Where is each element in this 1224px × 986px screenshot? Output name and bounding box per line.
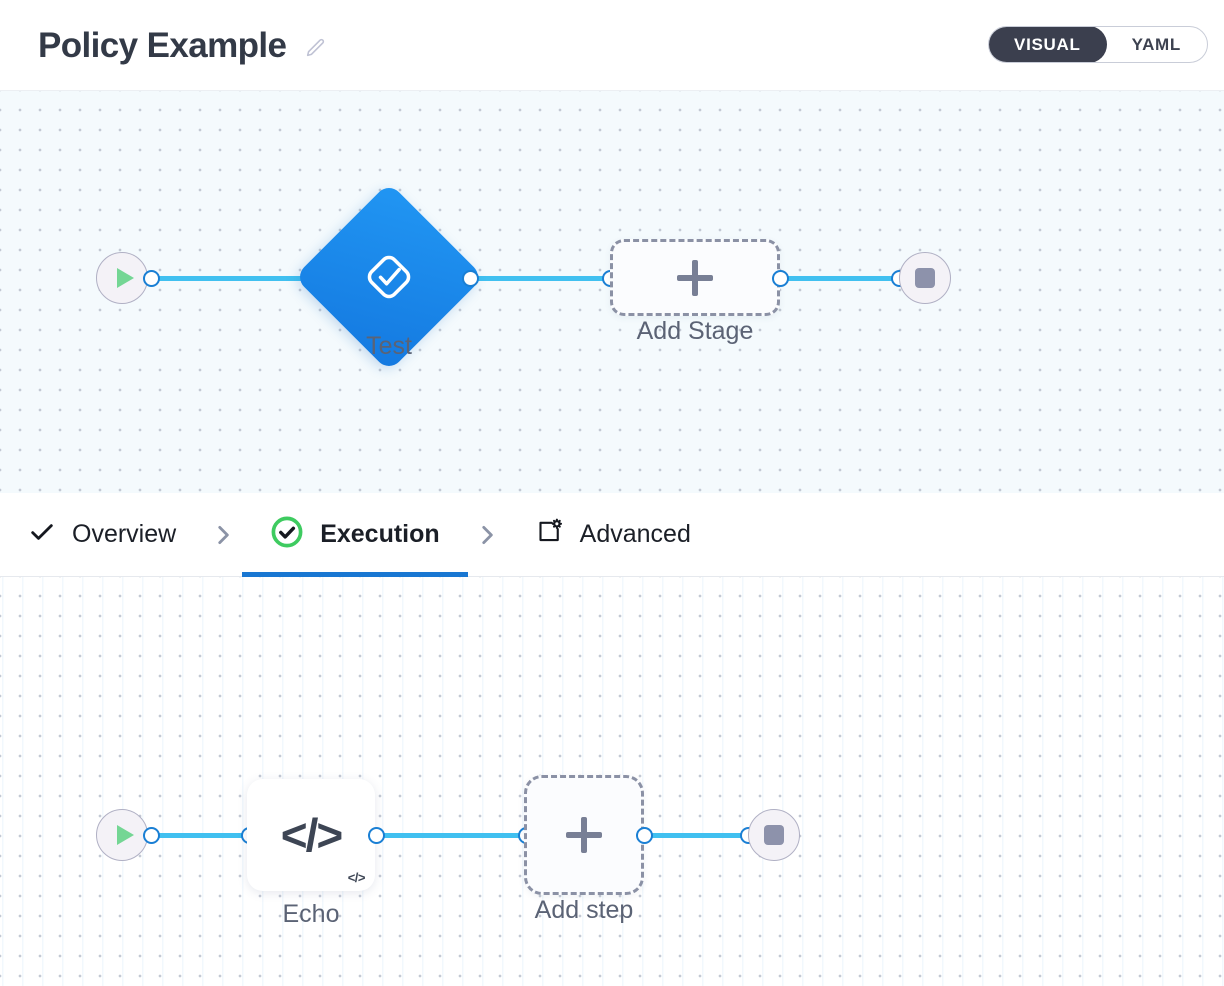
- stop-square-icon: [915, 268, 935, 288]
- port-step-start-out[interactable]: [143, 827, 160, 844]
- pencil-icon[interactable]: [302, 35, 328, 61]
- port-start-out[interactable]: [143, 270, 160, 287]
- add-step-button[interactable]: [524, 775, 644, 895]
- toggle-option-yaml[interactable]: YAML: [1131, 34, 1181, 54]
- add-step-label: Add step: [534, 896, 634, 924]
- tab-advanced-label: Advanced: [579, 520, 691, 548]
- stage-end-node[interactable]: [899, 252, 951, 304]
- step-start-node[interactable]: [96, 809, 148, 861]
- plus-icon: [677, 259, 713, 296]
- stage-label-test: Test: [366, 332, 412, 360]
- toggle-option-visual[interactable]: VISUAL: [989, 27, 1107, 62]
- stop-icon[interactable]: [899, 252, 951, 304]
- step-node-echo[interactable]: </> </>: [247, 779, 375, 891]
- port-echo-out[interactable]: [368, 827, 385, 844]
- stop-square-icon-2: [764, 825, 784, 845]
- step-canvas[interactable]: </> </> Echo Add step: [0, 577, 1224, 986]
- stage-start-node[interactable]: [96, 252, 148, 304]
- view-mode-toggle[interactable]: VISUAL YAML: [988, 26, 1208, 63]
- play-triangle-icon: [116, 268, 134, 288]
- wire-echo-to-addstep: [374, 833, 530, 838]
- title-group: Policy Example: [38, 24, 328, 68]
- stage-node-test[interactable]: [294, 182, 484, 372]
- stage-diamond[interactable]: [294, 182, 484, 372]
- port-test-out[interactable]: [462, 270, 479, 287]
- add-stage-button[interactable]: [610, 239, 780, 316]
- port-addstage-out[interactable]: [772, 270, 789, 287]
- wire-start-to-echo: [150, 833, 254, 838]
- play-icon-2[interactable]: [96, 809, 148, 861]
- chevron-right-icon: [204, 522, 242, 548]
- port-addstep-out[interactable]: [636, 827, 653, 844]
- add-stage-label: Add Stage: [636, 317, 754, 345]
- tab-overview-label: Overview: [72, 520, 177, 548]
- chevron-right-icon-2: [468, 522, 506, 548]
- wire-addstage-to-end: [778, 276, 902, 281]
- step-end-node[interactable]: [748, 809, 800, 861]
- page-title: Policy Example: [38, 26, 287, 65]
- check-icon: [28, 518, 56, 551]
- wire-test-to-addstage: [468, 276, 614, 281]
- step-label-echo: Echo: [282, 900, 340, 928]
- check-circle-green-icon: [270, 515, 304, 554]
- page-header: Policy Example VISUAL YAML: [0, 0, 1224, 91]
- play-icon[interactable]: [96, 252, 148, 304]
- stage-canvas[interactable]: Test Add Stage: [0, 91, 1224, 493]
- tab-execution-label: Execution: [320, 520, 440, 548]
- section-tabbar[interactable]: Overview Execution: [0, 493, 1224, 577]
- tab-overview[interactable]: Overview: [0, 493, 204, 577]
- tab-advanced[interactable]: Advanced: [506, 493, 719, 577]
- wire-start-to-test: [150, 276, 312, 281]
- plus-icon-2: [566, 817, 602, 853]
- wire-addstep-to-end: [641, 833, 753, 838]
- stop-icon-2[interactable]: [748, 809, 800, 861]
- code-badge-icon: </>: [347, 870, 366, 885]
- code-icon: </>: [280, 809, 343, 861]
- tab-execution[interactable]: Execution: [242, 493, 469, 577]
- approval-check-diamond-icon: [362, 250, 416, 304]
- play-triangle-icon-2: [116, 825, 134, 845]
- box-gear-icon: [534, 517, 564, 552]
